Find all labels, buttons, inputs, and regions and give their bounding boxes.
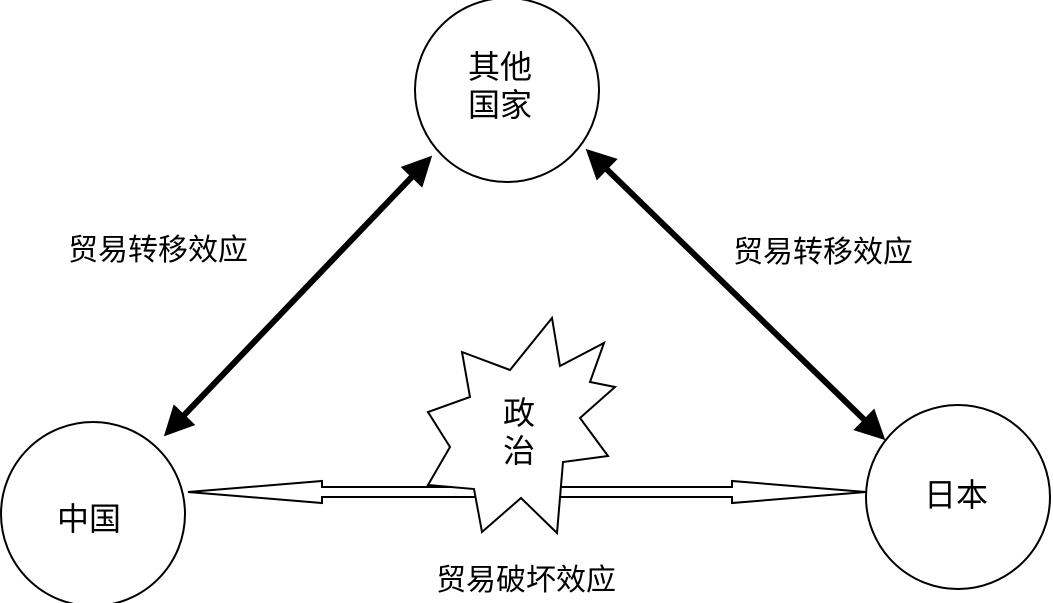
node-japan-label: 日本 [924,476,988,514]
node-china: 中国 [0,421,186,603]
politics-starburst: 政 治 [426,315,618,536]
politics-label-line1: 政 [503,394,535,432]
node-other-countries-label-line1: 其他 [468,48,532,86]
trade-diversion-label-right: 贸易转移效应 [733,235,913,270]
trade-diversion-label-left: 贸易转移效应 [68,233,248,268]
node-other-countries-label-line2: 国家 [468,86,532,124]
node-japan: 日本 [865,404,1051,590]
trade-destruction-label: 贸易破坏效应 [436,563,616,598]
node-other-countries: 其他 国家 [414,0,600,183]
node-china-label: 中国 [57,500,121,538]
trade-diversion-arrow-left [163,155,433,437]
politics-label-line2: 治 [503,432,535,470]
trade-diversion-arrow-right [585,148,886,441]
